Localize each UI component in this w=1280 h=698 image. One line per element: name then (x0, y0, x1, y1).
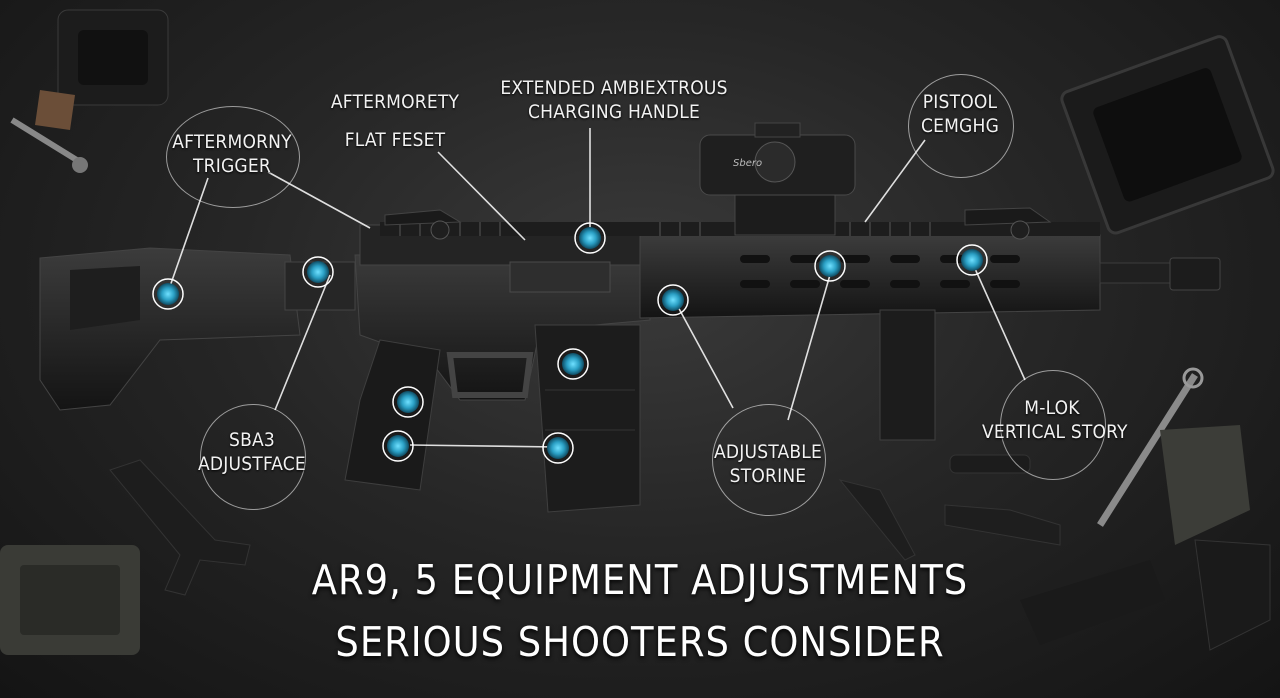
callout-adjustable: ADJUSTABLE STORINE (706, 440, 830, 488)
callout-mlok-line1: M-LOK (1024, 397, 1080, 419)
callout-adjustable-line2: STORINE (729, 465, 807, 487)
optic-marking: Sbero (733, 158, 762, 169)
callout-sba3: SBA3 ADJUSTFACE (196, 428, 308, 476)
accessory-top-left (10, 9, 169, 173)
callout-charging-handle-line2: CHARGING HANDLE (528, 101, 700, 123)
callout-pistol: PISTOOL CEMGHG (908, 90, 1012, 138)
hotspot-receiver (657, 284, 689, 316)
hotspot-grip-lower (382, 430, 414, 462)
callout-trigger-line2: TRIGGER (193, 155, 271, 177)
hotspot-trigger (557, 348, 589, 380)
hotspot-grip-upper (392, 386, 424, 418)
hotspot-stock (152, 278, 184, 310)
callout-mlok-line2: VERTICAL STORY (982, 421, 1128, 443)
headline-line1: AR9, 5 EQUIPMENT ADJUSTMENTS (311, 556, 969, 604)
hotspot-mlok (956, 244, 988, 276)
hotspot-handguard (814, 250, 846, 282)
callout-charging-handle: EXTENDED AMBIEXTROUS CHARGING HANDLE (496, 76, 732, 124)
callout-pistol-line2: CEMGHG (920, 115, 1000, 137)
callout-charging-handle-line1: EXTENDED AMBIEXTROUS (500, 77, 728, 99)
accessory-top-right (1060, 35, 1275, 235)
callout-trigger: AFTERMORNY TRIGGER (166, 130, 298, 178)
hotspot-buffer (302, 256, 334, 288)
callout-ring-mlok (1000, 370, 1106, 480)
callout-trigger-line1: AFTERMORNY (172, 131, 292, 153)
headline-line2: SERIOUS SHOOTERS CONSIDER (335, 618, 945, 666)
callout-ring-sba3 (200, 404, 306, 510)
callout-ring-pistol (908, 74, 1014, 178)
callout-pistol-line1: PISTOOL (922, 91, 998, 113)
callout-ring-trigger (166, 106, 300, 208)
callout-aftermorety-line2: FLAT FESET (344, 129, 446, 151)
hotspot-magazine (542, 432, 574, 464)
callout-mlok: M-LOK VERTICAL STORY (982, 396, 1128, 444)
callout-sba3-line1: SBA3 (229, 429, 275, 451)
callout-aftermorety: AFTERMORETY FLAT FESET (325, 90, 465, 152)
hotspots (152, 222, 988, 464)
accessory-bottom-left (0, 459, 251, 655)
callout-adjustable-line1: ADJUSTABLE (714, 441, 822, 463)
accessory-bottom-right (838, 367, 1271, 651)
callout-sba3-line2: ADJUSTFACE (198, 453, 306, 475)
callout-aftermorety-line1: AFTERMORETY (330, 91, 460, 113)
hotspot-charging-handle (574, 222, 606, 254)
callout-ring-adjustable (712, 404, 826, 516)
